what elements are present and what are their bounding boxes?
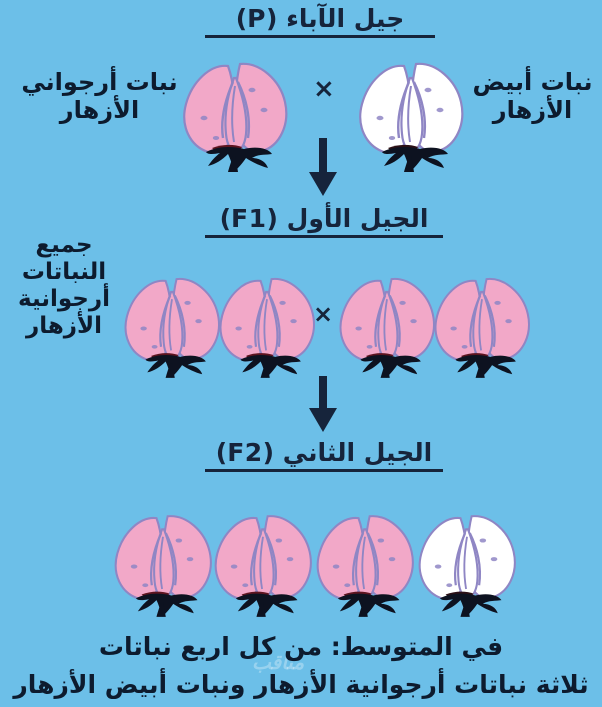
flower-icon: [114, 515, 212, 617]
white-parent-label-line-1: نبات أبيض: [472, 68, 593, 96]
purple-parent-plant: [176, 52, 294, 172]
flower-icon: [359, 62, 464, 172]
flower-icon: [219, 278, 315, 378]
arrow-parent-to-f1: [306, 138, 340, 196]
parent-generation-heading: جيل الآباء (P): [205, 4, 435, 38]
f1-label-line-2: النباتات: [21, 259, 107, 286]
parent-generation-label: جيل الآباء (P): [235, 4, 405, 33]
flower-icon: [124, 278, 220, 378]
f2-plant-1: [108, 505, 218, 617]
down-arrow-icon: [309, 376, 337, 432]
f1-plant-4: [428, 268, 536, 378]
f1-cross-symbol: ×: [313, 300, 334, 328]
f2-plant-3: [310, 505, 420, 617]
caption-line-2: ثلاثة نباتات أرجوانية الأزهار ونبات أبيض…: [13, 670, 589, 699]
flower-icon: [316, 515, 414, 617]
arrow-f1-to-f2: [306, 376, 340, 432]
flower-icon: [214, 515, 312, 617]
white-parent-plant: [352, 52, 470, 172]
flower-icon: [339, 278, 435, 378]
f1-plant-2: [213, 268, 321, 378]
down-arrow-icon: [309, 138, 337, 196]
f2-generation-label: الجيل الثاني (F2): [215, 438, 433, 467]
white-parent-label: نبات أبيض الأزهار: [465, 68, 600, 125]
flower-icon: [434, 278, 530, 378]
purple-parent-label: نبات أرجواني الأزهار: [12, 68, 187, 125]
caption-line-1: في المتوسط: من كل اربع نباتات: [98, 632, 504, 661]
f1-label-line-4: الأزهار: [25, 313, 103, 340]
parent-generation-underline: [205, 35, 435, 38]
white-parent-label-line-2: الأزهار: [492, 96, 573, 125]
purple-parent-label-line-1: نبات أرجواني: [21, 68, 178, 96]
f1-plant-1: [118, 268, 226, 378]
flower-icon: [183, 62, 288, 172]
f2-generation-heading: الجيل الثاني (F2): [205, 438, 443, 472]
f1-generation-heading: الجيل الأول (F1): [205, 204, 443, 238]
f1-plant-3: [333, 268, 441, 378]
purple-parent-label-line-2: الأزهار: [59, 96, 140, 125]
f1-generation-label: الجيل الأول (F1): [219, 204, 429, 233]
f2-generation-underline: [205, 469, 443, 472]
f1-generation-underline: [205, 235, 443, 238]
f1-all-purple-label: جميع النباتات أرجوانية الأزهار: [4, 232, 124, 341]
f1-label-line-1: جميع: [35, 232, 93, 258]
flower-icon: [418, 515, 516, 617]
f2-plant-2: [208, 505, 318, 617]
parent-cross-symbol: ×: [313, 74, 335, 104]
f1-label-line-3: أرجوانية: [18, 286, 110, 313]
f2-plant-4: [412, 505, 522, 617]
